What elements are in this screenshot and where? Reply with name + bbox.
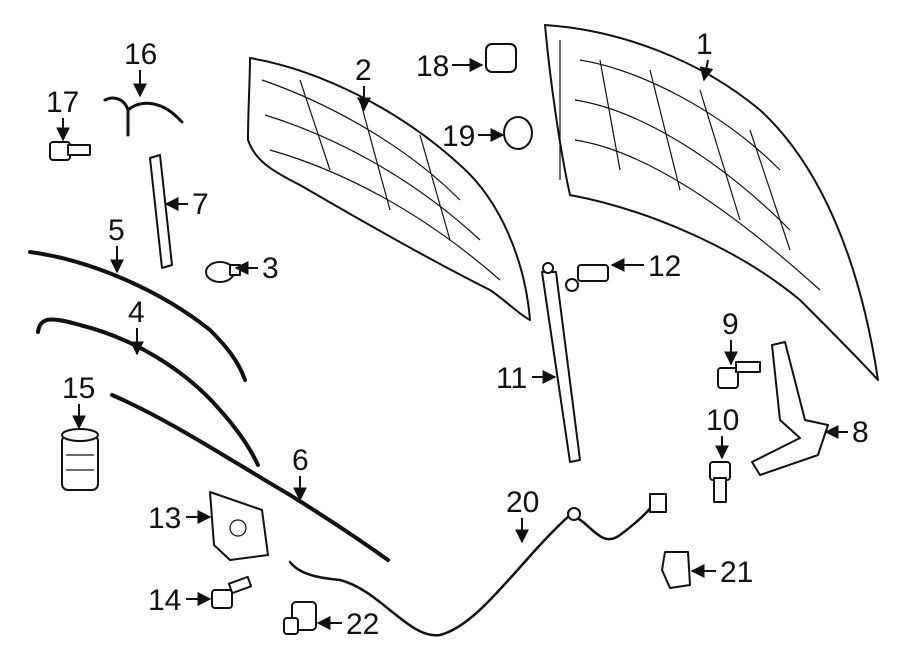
weatherstrip-lower	[36, 317, 260, 467]
lift-support	[541, 262, 581, 463]
callout-label: 22	[346, 608, 379, 641]
callout-label: 12	[648, 250, 681, 283]
callout-11: 11	[496, 362, 557, 395]
callout-label: 17	[46, 86, 79, 119]
callout-label: 7	[192, 188, 209, 221]
hood-panel	[544, 24, 879, 381]
callout-16: 16	[124, 38, 157, 98]
callout-9: 9	[722, 308, 739, 366]
washer-reservoir	[61, 428, 99, 491]
callout-label: 4	[128, 296, 145, 329]
callout-7: 7	[164, 188, 209, 221]
callout-label: 15	[62, 372, 95, 405]
callout-label: 14	[148, 584, 181, 617]
callout-3: 3	[234, 252, 279, 285]
release-handle	[283, 601, 317, 635]
callout-label: 10	[706, 404, 739, 437]
callout-label: 13	[148, 502, 181, 535]
bolt-9	[717, 361, 761, 389]
callout-10: 10	[706, 404, 739, 460]
bolt-10	[709, 461, 731, 503]
callout-label: 16	[124, 38, 157, 71]
callout-4: 4	[128, 296, 145, 356]
callout-5: 5	[108, 214, 125, 274]
callout-12: 12	[610, 250, 681, 283]
callout-label: 18	[416, 50, 449, 83]
callout-2: 2	[355, 54, 372, 112]
callout-17: 17	[46, 86, 79, 142]
callout-18: 18	[416, 50, 484, 83]
weatherstrip-upper	[28, 250, 247, 382]
callout-20: 20	[506, 486, 539, 544]
hood-bumper-18	[485, 43, 517, 73]
callout-13: 13	[148, 502, 212, 535]
callout-label: 20	[506, 486, 539, 519]
callout-label: 5	[108, 214, 125, 247]
callout-21: 21	[690, 556, 753, 589]
callout-15: 15	[62, 372, 95, 430]
callout-6: 6	[292, 444, 309, 502]
callout-label: 2	[355, 54, 372, 87]
release-cable	[288, 493, 667, 637]
hood-latch	[209, 491, 269, 561]
hood-bumper-19	[503, 116, 533, 150]
callout-label: 1	[696, 28, 713, 61]
bolt-14	[211, 575, 253, 609]
callout-label: 6	[292, 444, 309, 477]
cable-clip	[103, 96, 184, 137]
callout-19: 19	[442, 120, 505, 153]
callout-8: 8	[824, 416, 869, 449]
hood-hinge	[751, 341, 829, 476]
bolt-17	[49, 141, 91, 161]
callout-1: 1	[696, 28, 714, 82]
callout-label: 9	[722, 308, 739, 341]
callout-14: 14	[148, 584, 212, 617]
callout-label: 11	[496, 362, 527, 395]
hood-insulator	[247, 57, 531, 321]
callout-label: 8	[852, 416, 869, 449]
ball-stud	[565, 264, 609, 292]
weatherstrip-long	[110, 393, 390, 562]
callout-label: 21	[720, 556, 753, 589]
callout-label: 19	[442, 120, 475, 153]
trim-strip	[149, 154, 173, 269]
callout-label: 3	[262, 252, 279, 285]
push-pin-retainer	[205, 261, 241, 283]
cable-clip-21	[661, 551, 691, 589]
callout-22: 22	[316, 608, 379, 641]
